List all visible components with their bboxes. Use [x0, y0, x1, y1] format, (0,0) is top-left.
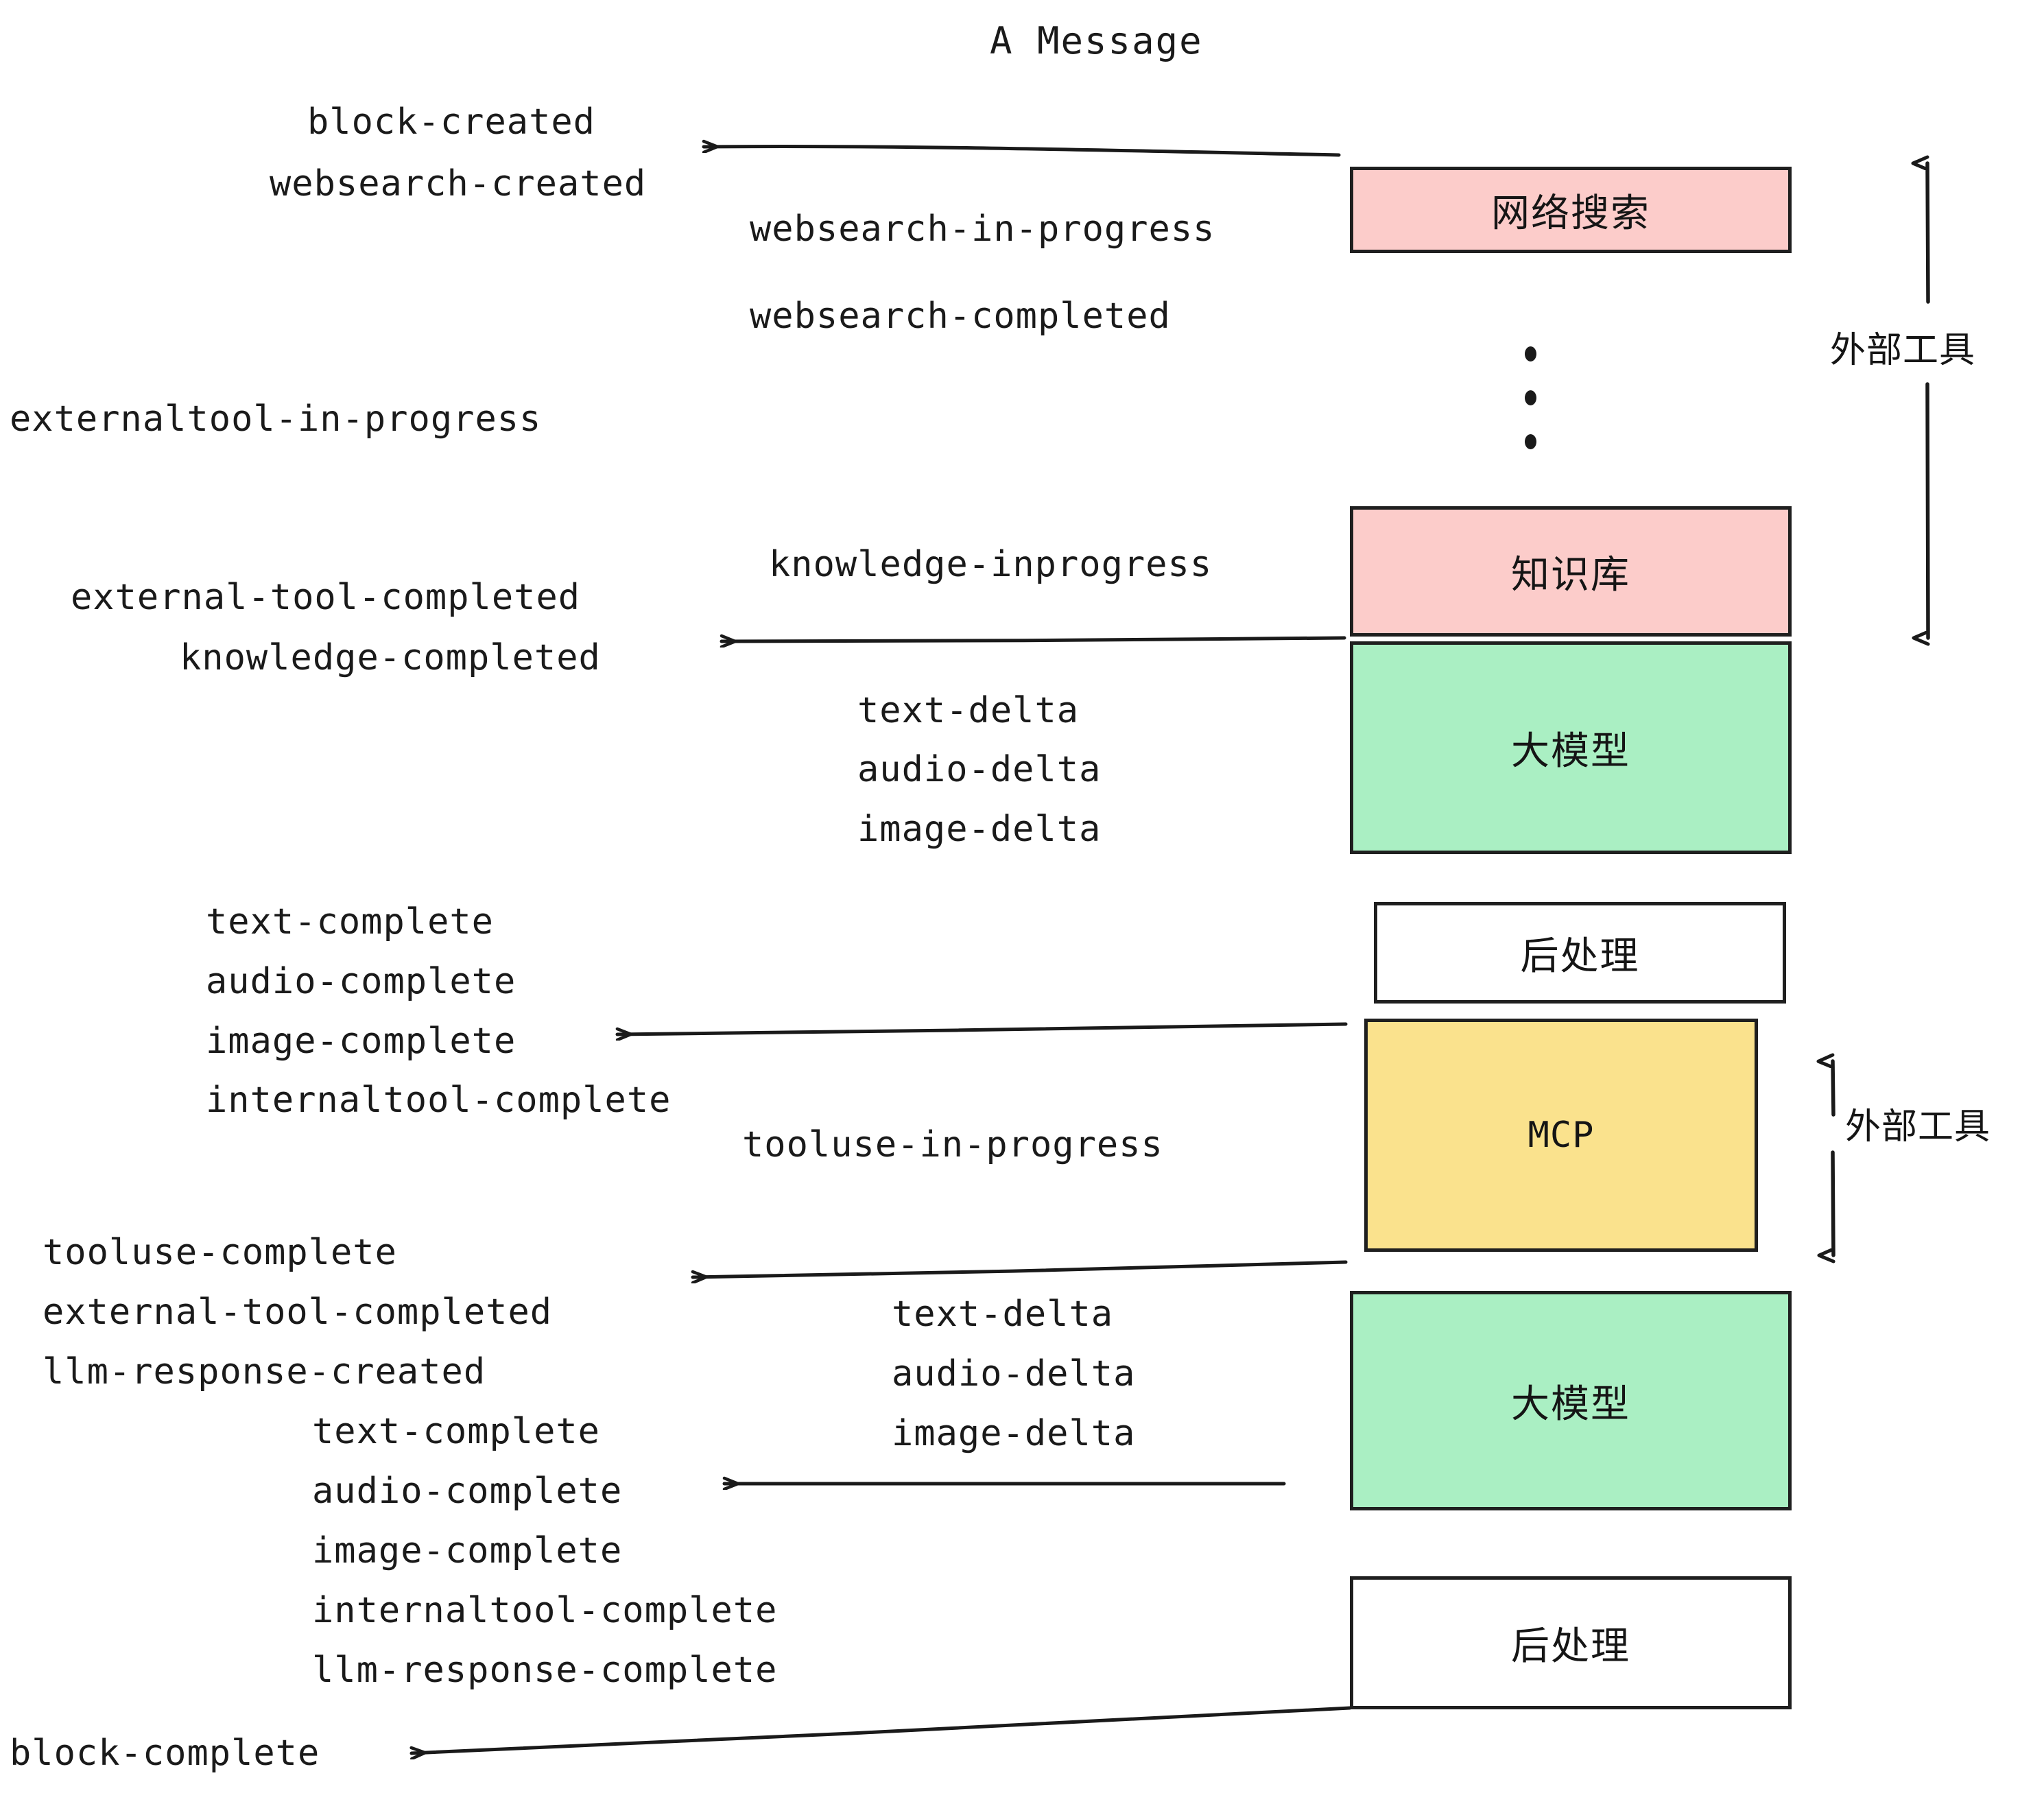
node-mcp-label: MCP [1528, 1115, 1595, 1156]
event-label-image-delta-1: image-delta [857, 809, 1102, 850]
node-knowledge[interactable]: 知识库 [1350, 506, 1792, 637]
event-label-websearch-completed: websearch-completed [750, 296, 1171, 337]
ellipsis-dot [1524, 434, 1536, 449]
event-label-text-complete-2: text-complete [312, 1411, 600, 1452]
node-postprocess-second-label: 后处理 [1511, 1624, 1630, 1669]
event-label-tooluse-complete: tooluse-complete [43, 1232, 397, 1273]
annotation-external-tools-top: 外部工具 [1830, 330, 1976, 371]
ellipsis-dot [1524, 346, 1536, 361]
arrow-image-complete [615, 1022, 1348, 1034]
annotation-external-tools-bottom: 外部工具 [1845, 1106, 1991, 1148]
node-llm-second-label: 大模型 [1511, 1381, 1630, 1427]
vertical-ellipsis-icon [1524, 346, 1536, 449]
event-label-image-complete-2: image-complete [312, 1530, 623, 1571]
node-llm-first-label: 大模型 [1511, 728, 1630, 774]
arrow-tooluse-complete [691, 1260, 1348, 1277]
ellipsis-dot [1524, 390, 1536, 405]
event-label-audio-complete-2: audio-complete [312, 1471, 623, 1512]
event-arrows [412, 146, 1352, 1753]
event-label-block-complete: block-complete [10, 1733, 320, 1774]
arrow-knowledge-completed [720, 638, 1346, 641]
event-label-image-complete-1: image-complete [206, 1021, 516, 1062]
node-postprocess-first-label: 后处理 [1520, 934, 1640, 979]
node-websearch-label: 网络搜索 [1491, 191, 1650, 236]
event-label-image-delta-2: image-delta [892, 1413, 1136, 1454]
node-mcp[interactable]: MCP [1364, 1019, 1758, 1252]
event-label-tooluse-in-progress: tooluse-in-progress [742, 1124, 1163, 1165]
page-title: A Message [990, 19, 1203, 62]
event-label-knowledge-completed: knowledge-completed [180, 637, 601, 678]
event-label-internaltool-complete-1: internaltool-complete [206, 1080, 672, 1121]
event-label-llm-response-complete: llm-response-complete [312, 1650, 778, 1691]
event-label-websearch-created: websearch-created [270, 163, 647, 204]
event-label-text-delta-2: text-delta [892, 1294, 1114, 1335]
event-label-audio-delta-2: audio-delta [892, 1353, 1136, 1394]
range-arrow-external-tools-top [1927, 163, 1930, 638]
event-label-audio-complete-1: audio-complete [206, 961, 516, 1002]
node-websearch[interactable]: 网络搜索 [1350, 167, 1792, 253]
arrow-block-complete [412, 1706, 1352, 1753]
event-label-text-delta-1: text-delta [857, 690, 1080, 731]
event-label-internaltool-complete-2: internaltool-complete [312, 1590, 778, 1631]
node-postprocess-second[interactable]: 后处理 [1350, 1576, 1792, 1709]
range-arrow-up-top [1927, 163, 1930, 304]
node-llm-first[interactable]: 大模型 [1350, 641, 1792, 854]
node-postprocess-first[interactable]: 后处理 [1374, 902, 1786, 1004]
event-label-block-created: block-created [307, 102, 595, 143]
arrow-block-created [702, 146, 1341, 157]
range-arrow-down-top [1927, 382, 1930, 638]
event-label-external-tool-completed-1: external-tool-completed [71, 577, 581, 618]
event-label-llm-response-created: llm-response-created [43, 1351, 486, 1392]
event-label-externaltool-in-progress: externaltool-in-progress [10, 399, 542, 440]
node-knowledge-label: 知识库 [1511, 552, 1630, 597]
event-label-text-complete-1: text-complete [206, 901, 494, 942]
event-label-knowledge-inprogress: knowledge-inprogress [769, 544, 1213, 585]
event-label-audio-delta-1: audio-delta [857, 749, 1102, 790]
node-llm-second[interactable]: 大模型 [1350, 1291, 1792, 1510]
event-label-websearch-in-progress: websearch-in-progress [750, 209, 1215, 250]
event-label-external-tool-completed-2: external-tool-completed [43, 1292, 553, 1333]
